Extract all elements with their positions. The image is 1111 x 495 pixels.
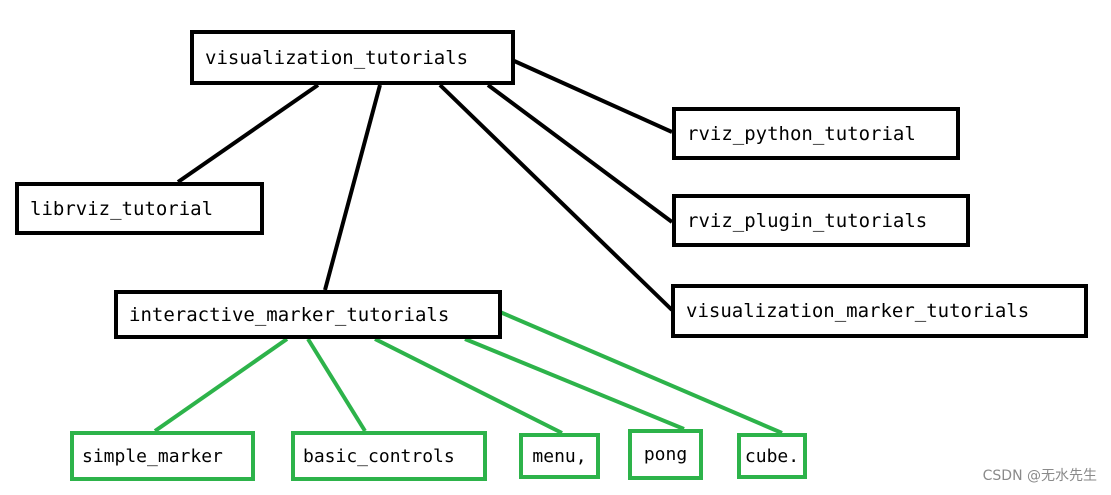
edge-root-viz-marker [438, 83, 674, 312]
node-label: visualization_marker_tutorials [686, 300, 1030, 322]
node-menu: menu, [519, 433, 600, 479]
edge-interactive-basic [306, 337, 367, 433]
node-interactive-marker-tutorials: interactive_marker_tutorials [114, 290, 502, 339]
node-label: menu, [532, 445, 587, 467]
node-label: rviz_plugin_tutorials [687, 209, 928, 232]
edge-interactive-simple [153, 337, 289, 433]
node-visualization-tutorials: visualization_tutorials [190, 30, 515, 85]
node-label: rviz_python_tutorial [687, 122, 916, 145]
edge-root-interactive [323, 84, 382, 291]
node-basic-controls: basic_controls [291, 431, 487, 481]
node-label: librviz_tutorial [30, 197, 214, 220]
edge-interactive-menu [374, 337, 563, 435]
edge-interactive-pong [464, 337, 685, 431]
node-visualization-marker-tutorials: visualization_marker_tutorials [671, 284, 1088, 338]
edge-root-rviz-python [511, 58, 673, 134]
node-pong: pong [628, 429, 703, 480]
edge-interactive-cube [499, 310, 783, 435]
node-simple-marker: simple_marker [70, 431, 255, 481]
node-cube: cube. [737, 433, 807, 479]
node-label: simple_marker [82, 445, 223, 467]
node-librviz-tutorial: librviz_tutorial [15, 182, 264, 235]
node-label: pong [643, 444, 688, 465]
node-label: visualization_tutorials [205, 46, 469, 69]
node-label: basic_controls [303, 445, 455, 467]
node-rviz-plugin-tutorials: rviz_plugin_tutorials [672, 194, 970, 247]
edge-root-librviz [176, 83, 320, 184]
watermark: CSDN @无水先生 [982, 468, 1097, 484]
node-label: cube. [744, 445, 800, 467]
node-rviz-python-tutorial: rviz_python_tutorial [672, 107, 960, 160]
edge-root-rviz-plugin [486, 83, 674, 224]
node-label: interactive_marker_tutorials [129, 303, 450, 326]
